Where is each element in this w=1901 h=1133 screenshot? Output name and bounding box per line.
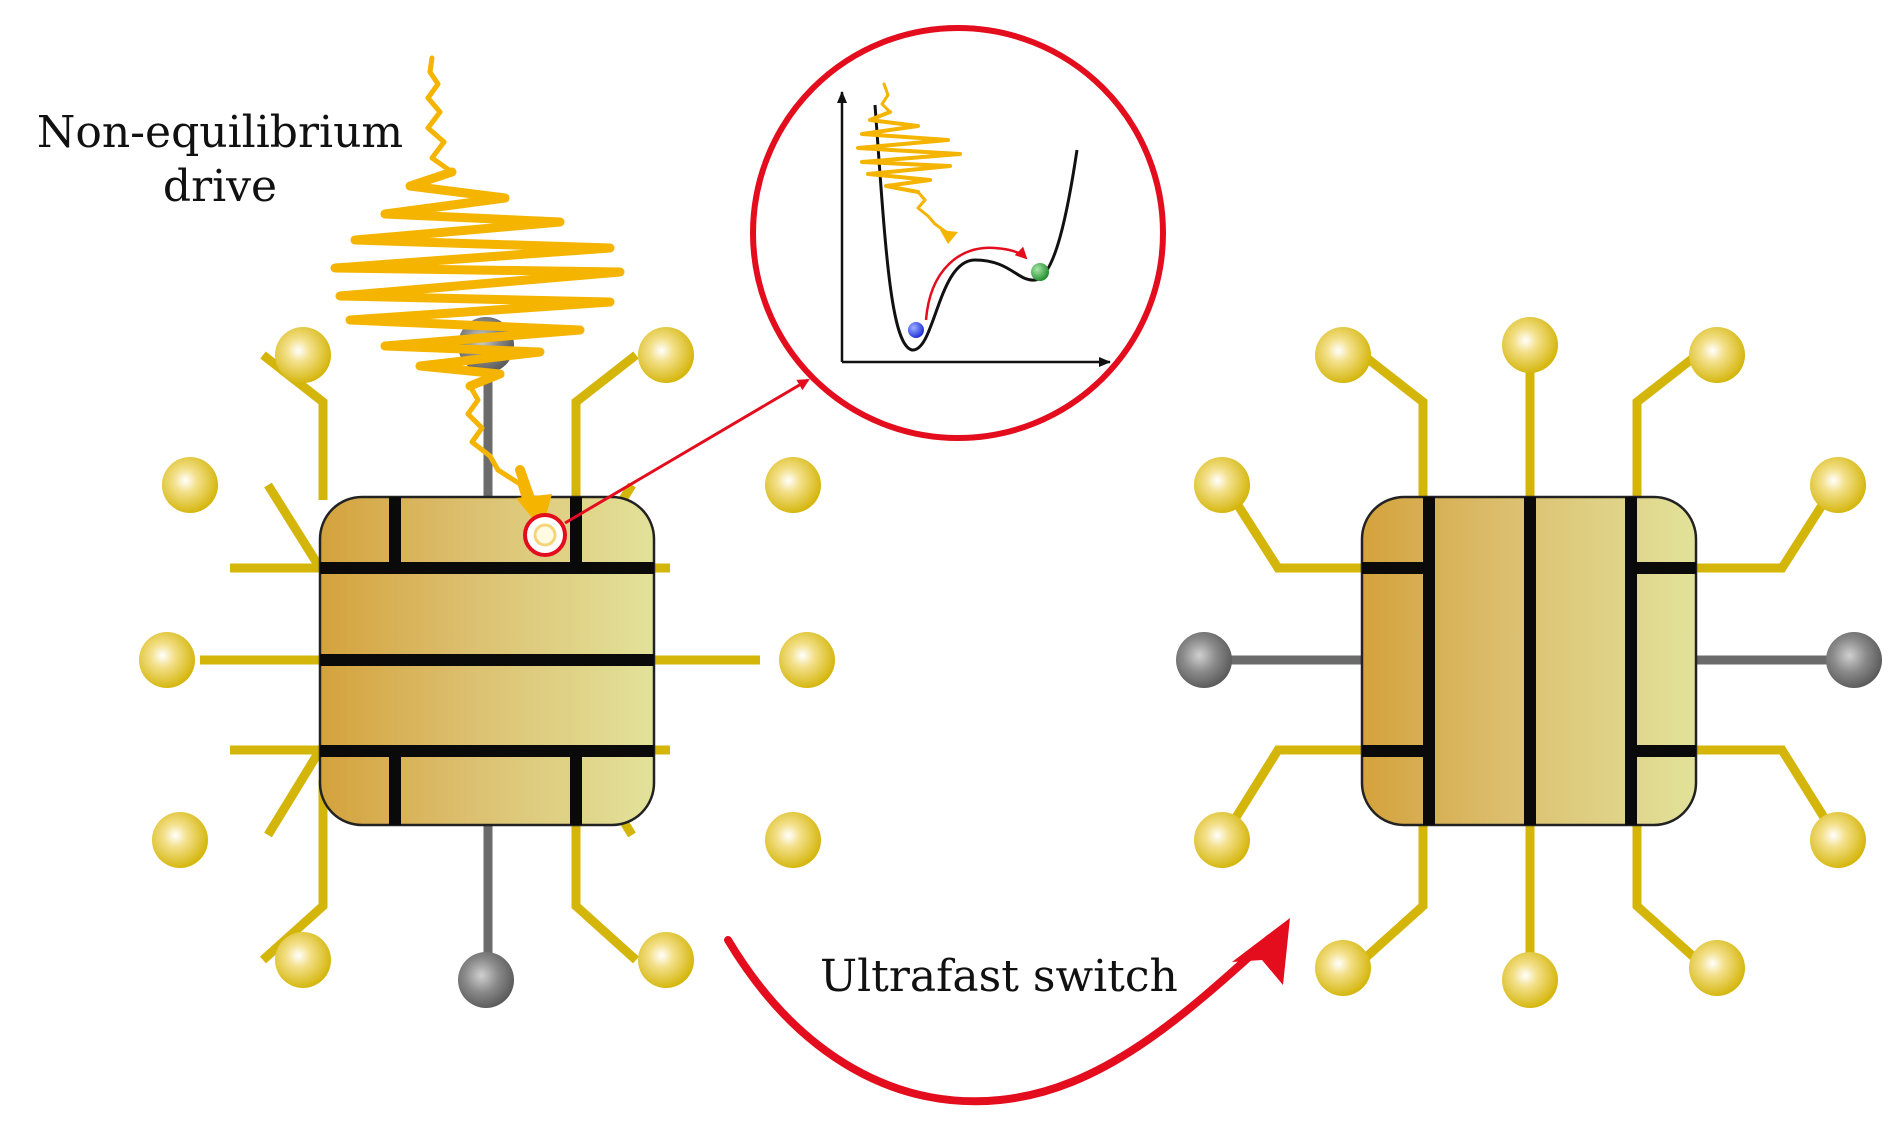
pin-ball [638,932,694,988]
pin-ball [275,327,331,383]
pin-ball [1315,327,1371,383]
zoom-inset [750,25,1166,441]
inset-pulse-icon [856,82,962,244]
green-ball [1031,263,1049,281]
hot-spot-core [533,523,557,547]
drive-label-line1: Non-equilibrium [36,107,404,158]
gray-pin-ball [1826,632,1882,688]
pin-ball [765,457,821,513]
pin-ball [1315,940,1371,996]
gray-pin-ball [1176,632,1232,688]
right-chip-lanes [1362,497,1696,825]
pin-ball [765,812,821,868]
pin-ball [1194,812,1250,868]
pin-ball [139,632,195,688]
switch-arrow [724,934,1274,1106]
double-well-potential-icon [873,104,1079,352]
gray-pin-ball [458,952,514,1008]
pin-ball [1194,457,1250,513]
switch-label: Ultrafast switch [820,951,1178,1002]
pin-ball [779,632,835,688]
pin-ball [1810,812,1866,868]
zoom-arrow [564,378,810,525]
pin-ball [152,812,208,868]
drive-label-line2: drive [162,161,278,212]
left-chip-lanes [320,497,654,825]
left-chip [139,317,835,1008]
pin-ball [1689,327,1745,383]
drive-label: Non-equilibrium drive [20,106,420,214]
right-chip-pins [1176,317,1882,1008]
pin-ball [638,327,694,383]
blue-ball [908,322,924,338]
right-chip [1176,317,1882,1008]
pin-ball [1502,952,1558,1008]
pin-ball [162,457,218,513]
pin-ball [1502,317,1558,373]
right-chip-wires [1221,351,1839,964]
transition-arrow [924,246,1028,321]
pin-ball [275,932,331,988]
switch-arrow-head [1232,918,1290,985]
zoom-circle [750,25,1166,441]
pin-ball [1689,940,1745,996]
pin-ball [1810,457,1866,513]
